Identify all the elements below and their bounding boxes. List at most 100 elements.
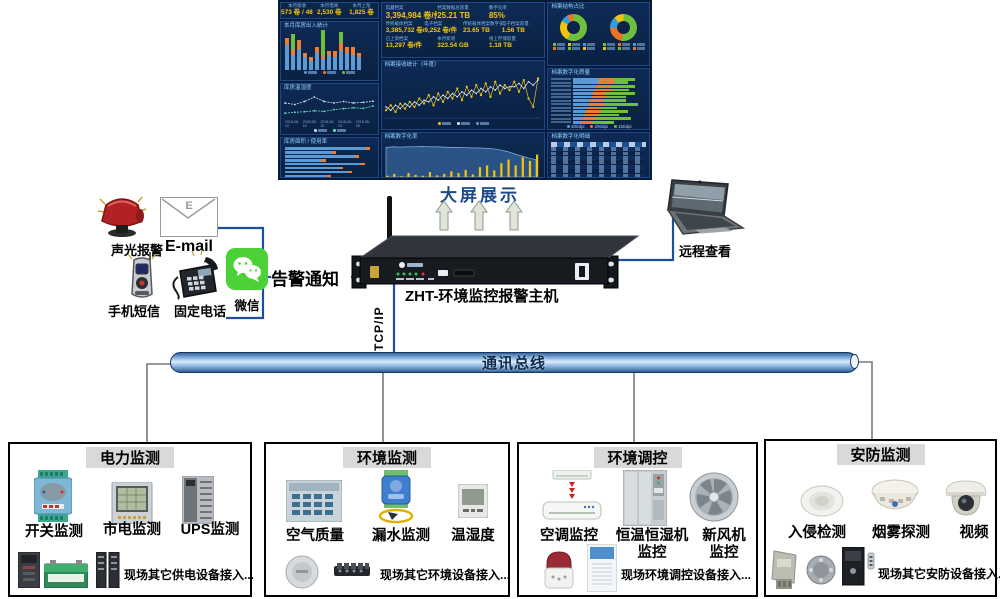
panel-title: 档案接收统计（年度） xyxy=(384,62,440,68)
digitization-area-chart xyxy=(385,146,538,177)
dome-camera-icon xyxy=(945,480,987,516)
device-label: 入侵检测 xyxy=(788,525,846,541)
device-label: 空气质量 xyxy=(286,528,344,544)
host-to-laptop-line xyxy=(615,211,675,262)
group-footer: 现场其它环境设备接入... xyxy=(380,568,511,582)
email-icon: E xyxy=(160,197,218,237)
panel-title: 库房面积 / 使用率 xyxy=(284,139,328,145)
panel-detail-table: 档案数字化明细 xyxy=(547,132,650,178)
power-cabinet-icon xyxy=(18,552,40,588)
yearly-line-legend xyxy=(382,122,545,125)
group-power-monitoring: 电力监测 开关监测 市电监测 UPS监测 xyxy=(8,442,255,597)
vibration-sensor-icon xyxy=(771,550,797,589)
panel-monthly-bar: 本月库房出入统计 xyxy=(280,21,379,81)
panel-yearly-line: 档案接收统计（年度） xyxy=(380,60,546,130)
device-label: 新风机 监控 xyxy=(702,528,746,561)
storage-usage-hbar-chart xyxy=(281,147,378,177)
panel-title: 档案结构占比 xyxy=(551,4,585,10)
group-security-monitoring: 安防监测 入侵检测 烟雾探测 视频 xyxy=(764,439,1000,597)
device-label: UPS监测 xyxy=(180,522,240,538)
sms-label: 手机短信 xyxy=(107,304,160,319)
host-label: ZHT-环境监控报警主机 xyxy=(405,288,559,305)
round-sensor-icon xyxy=(285,555,319,589)
big-screen-caption: 大屏展示 xyxy=(440,186,520,205)
siren-sensor-icon xyxy=(806,555,836,585)
device-label: 空调监控 xyxy=(540,528,598,544)
email-label: E-mail xyxy=(164,238,213,255)
device-label: 温湿度 xyxy=(451,528,495,544)
group-title: 环境监测 xyxy=(342,447,432,468)
pir-sensor-icon xyxy=(800,485,844,517)
temp-humidity-machine-icon xyxy=(623,470,667,526)
temp-line-legend xyxy=(281,129,378,132)
panel-title: 库房温湿度 xyxy=(284,85,312,91)
group-title: 环境调控 xyxy=(593,447,682,468)
temp-humidity-sensor-icon xyxy=(458,484,488,518)
mobile-phone-icon xyxy=(127,252,157,298)
siren-icon xyxy=(97,196,147,237)
landline-label: 固定电话 xyxy=(173,304,226,319)
air-conditioner-icon xyxy=(542,470,602,520)
monthly-bar-legend xyxy=(281,71,378,74)
bus-connector-icon xyxy=(334,563,370,576)
panel-title: 档案数字化明细 xyxy=(551,134,590,140)
device-label: 漏水监测 xyxy=(372,528,430,544)
temp-humidity-line-chart xyxy=(284,96,374,115)
group-footer: 现场其它供电设备接入... xyxy=(124,568,255,582)
panel-storage-usage: 库房面积 / 使用率 xyxy=(280,137,379,178)
panel-digitization-rate: 档案数字化率 xyxy=(380,132,546,178)
panel-structure-donuts: 档案结构占比 xyxy=(547,2,650,66)
humidifier-icon xyxy=(544,551,574,589)
bus-to-security-line xyxy=(856,361,873,441)
leak-module-icon xyxy=(378,470,414,524)
smoke-detector-icon xyxy=(871,479,919,510)
alarm-notify-label: 告警通知 xyxy=(271,270,339,289)
panel-title: 档案数字化率 xyxy=(384,134,418,140)
panel-title: 本月库房出入统计 xyxy=(284,23,329,29)
structure-donut-charts xyxy=(548,11,649,41)
wechat-icon xyxy=(226,248,268,290)
cabinet-ac-icon xyxy=(587,544,617,592)
quality-stacked-bar-chart xyxy=(548,77,649,124)
switch-module-icon xyxy=(34,470,72,522)
laptop-icon xyxy=(666,179,746,235)
remote-view-label: 远程查看 xyxy=(678,244,731,259)
wechat-label: 微信 xyxy=(234,299,260,313)
panel-title: 档案数字化质量 xyxy=(551,70,590,76)
fresh-air-fan-icon xyxy=(689,472,739,522)
group-environment-monitoring: 环境监测 空气质量 漏水监测 温湿度 xyxy=(264,442,510,597)
battery-icon xyxy=(44,560,88,588)
ups-icon xyxy=(182,476,214,524)
device-label: 市电监测 xyxy=(103,522,161,538)
group-environment-control: 环境调控 空调监控 恒温恒湿机 xyxy=(517,442,758,597)
group-footer: 现场其它安防设备接入... xyxy=(878,567,1000,581)
monthly-bar-chart xyxy=(281,30,378,70)
device-label: 恒温恒湿机 监控 xyxy=(615,528,689,561)
group-title: 安防监测 xyxy=(836,444,925,465)
bus-label: 通讯总线 xyxy=(481,355,546,372)
email-icon-letter: E xyxy=(185,200,193,212)
group-title: 电力监测 xyxy=(85,447,175,468)
power-panels-icon xyxy=(96,552,120,588)
donut-legends xyxy=(548,41,649,50)
air-quality-panel-icon xyxy=(286,480,342,522)
group-footer: 现场环境调控设备接入... xyxy=(621,568,752,582)
power-meter-icon xyxy=(111,482,153,524)
device-label: 视频 xyxy=(959,525,989,541)
device-label: 开关监测 xyxy=(25,524,83,540)
communication-bus: 通讯总线 xyxy=(170,352,859,373)
detail-table xyxy=(548,141,649,177)
bus-end-cap xyxy=(850,354,859,369)
device-label: 烟雾探测 xyxy=(872,525,930,541)
